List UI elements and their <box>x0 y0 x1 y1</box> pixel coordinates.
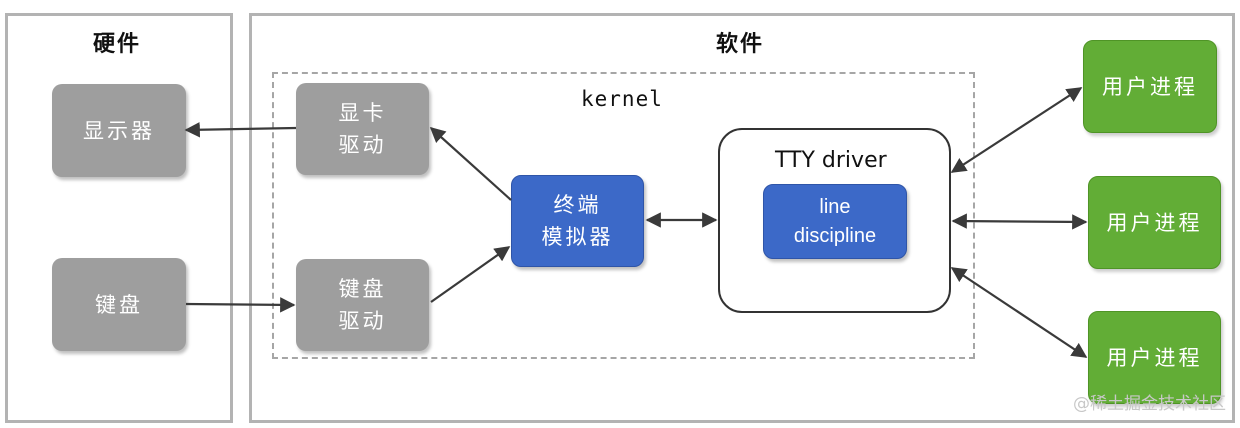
arrow-gpu-driver-to-display <box>184 122 297 138</box>
gpu-driver-node: 显卡 驱动 <box>296 83 429 175</box>
display-label: 显示器 <box>83 118 155 143</box>
arrow-tty-user-process-3 <box>950 267 1088 358</box>
terminal-emulator-line2: 模拟器 <box>541 225 614 249</box>
display-node: 显示器 <box>52 84 186 177</box>
arrow-keyboard-to-keyboard-driver <box>185 297 296 313</box>
watermark: @稀土掘金技术社区 <box>1073 394 1226 414</box>
arrow-tty-user-process-2 <box>951 213 1088 230</box>
gpu-driver-line1: 显卡 <box>338 101 387 125</box>
keyboard-driver-line1: 键盘 <box>338 277 387 301</box>
line-discipline-line2: discipline <box>793 224 877 247</box>
terminal-emulator-line1: 终端 <box>553 193 602 217</box>
arrow-tty-user-process-1 <box>950 87 1083 173</box>
user-process-3: 用户进程 <box>1088 311 1221 404</box>
keyboard-driver-node: 键盘 驱动 <box>296 259 429 351</box>
terminal-emulator-node: 终端 模拟器 <box>511 175 644 267</box>
arrow-keyboard-driver-to-terminal <box>430 246 511 303</box>
user-process-2-label: 用户进程 <box>1106 210 1203 235</box>
kernel-label: kernel <box>581 87 663 111</box>
hardware-panel <box>5 13 233 423</box>
keyboard-node: 键盘 <box>52 258 186 351</box>
line-discipline-node: line discipline <box>763 184 907 259</box>
line-discipline-line1: line <box>819 195 851 218</box>
gpu-driver-line2: 驱动 <box>338 133 387 157</box>
user-process-1-label: 用户进程 <box>1102 74 1198 99</box>
hardware-title: 硬件 <box>93 32 142 57</box>
keyboard-label: 键盘 <box>95 292 143 317</box>
user-process-1: 用户进程 <box>1083 40 1217 133</box>
keyboard-driver-line2: 驱动 <box>338 309 387 333</box>
software-title: 软件 <box>716 32 765 57</box>
user-process-2: 用户进程 <box>1088 176 1221 269</box>
arrow-terminal-to-gpu-driver <box>429 126 512 201</box>
user-process-3-label: 用户进程 <box>1106 345 1203 370</box>
tty-driver-title: TTY driver <box>775 148 887 173</box>
